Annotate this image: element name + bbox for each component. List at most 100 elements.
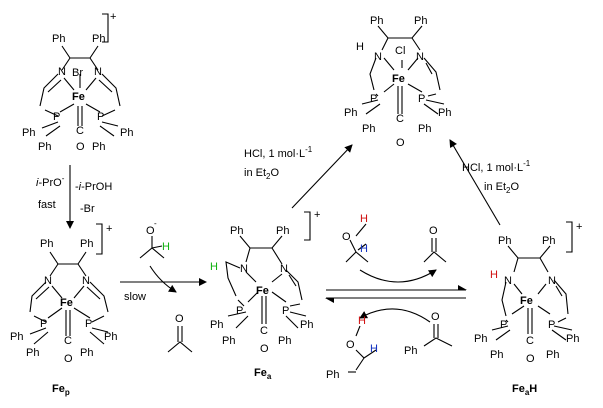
charge-plus: + — [576, 221, 582, 233]
ph-label: Ph — [474, 333, 487, 345]
o-atom: O — [396, 137, 405, 149]
isopropoxide: O - H — [139, 219, 170, 259]
cl-atom: Cl — [395, 45, 405, 57]
fe-atom: Fe — [256, 285, 269, 297]
p-atom: P — [418, 93, 425, 105]
p-atom: P — [282, 305, 289, 317]
p-atom: P — [97, 111, 104, 123]
ph-label: Ph — [546, 349, 559, 361]
ph-label: Ph — [222, 335, 235, 347]
acetone-top: O — [423, 225, 447, 263]
ph-label: Ph — [210, 319, 223, 331]
ph-label: Ph — [276, 225, 289, 237]
o-atom: O — [76, 141, 85, 153]
ph-label: Ph — [38, 141, 51, 153]
compound-label-fe-a: Fea — [254, 367, 272, 381]
n-atom: N — [44, 275, 52, 287]
ph-label: Ph — [80, 347, 93, 359]
ph-label: Ph — [542, 235, 555, 247]
arrow-hcl-left — [291, 144, 353, 209]
h-atom: H — [356, 41, 364, 53]
arrow-curve-top — [359, 269, 437, 283]
h-atom: H — [490, 269, 498, 281]
condition-hcl-left: HCl, 1 mol·L-1 — [244, 145, 313, 160]
n-atom: N — [280, 263, 288, 275]
h-atom: H — [370, 343, 378, 355]
o-atom: O — [431, 311, 440, 323]
ph-label: Ph — [414, 15, 427, 27]
ph-label: Ph — [362, 123, 375, 135]
condition-slow: slow — [124, 291, 146, 303]
ph-label: Ph — [370, 15, 383, 27]
ph-label: Ph — [278, 335, 291, 347]
fe-atom: Fe — [392, 73, 405, 85]
o-atom: O — [346, 339, 355, 351]
h-atom: H — [360, 213, 368, 225]
structure-top-right: H Cl Ph Ph N N Fe P P C O Ph Ph Ph Ph — [344, 15, 451, 149]
condition-solvent-right: in Et2O — [484, 181, 519, 195]
p-atom: P — [236, 305, 243, 317]
h-atom: H — [360, 243, 368, 255]
compound-label-fe-a-h: FeaH — [512, 383, 537, 397]
acetone-bottom: O — [167, 313, 193, 353]
ph-label: Ph — [498, 235, 511, 247]
n-atom: N — [374, 51, 382, 63]
p-atom: P — [548, 319, 555, 331]
o-atom: O — [526, 353, 535, 365]
n-atom: N — [58, 66, 66, 78]
condition-fast: fast — [38, 199, 56, 211]
o-atom: O — [146, 225, 155, 237]
p-atom: P — [53, 111, 60, 123]
br-atom: Br — [72, 67, 83, 79]
ph-label: Ph — [40, 238, 53, 250]
ph-label: Ph — [300, 319, 313, 331]
p-atom: P — [370, 93, 377, 105]
c-atom: C — [526, 335, 534, 347]
ph-label: Ph — [418, 123, 431, 135]
phenylethanol: H O H Ph — [326, 315, 378, 381]
ph-label: Ph — [566, 333, 579, 345]
compound-label-fe-p: Fep — [52, 383, 70, 397]
ph-label: Ph — [404, 345, 417, 357]
condition-br: -Br — [80, 203, 95, 215]
structure-fe-a: H Ph Ph N N Fe P P C O Ph Ph Ph Ph + Fea — [210, 209, 320, 381]
arrow-curve-bottom — [359, 308, 431, 323]
p-atom: P — [40, 318, 47, 330]
arrow-hcl-right — [449, 139, 501, 226]
ph-label: Ph — [438, 107, 451, 119]
condition-iproh: -i-PrOH — [75, 181, 112, 193]
n-atom: N — [504, 275, 512, 287]
o-atom: O — [342, 231, 351, 243]
o-atom: O — [64, 353, 73, 365]
p-atom: P — [85, 318, 92, 330]
ph-label: Ph — [344, 107, 357, 119]
charge-minus: - — [154, 219, 157, 228]
c-atom: C — [76, 125, 84, 137]
isopropanol-top: H O H — [342, 213, 369, 263]
o-atom: O — [175, 313, 184, 325]
structure-fe-p: Ph Ph N N Fe P P C O Ph Ph Ph Ph + Fep — [10, 223, 117, 397]
n-atom: N — [548, 275, 556, 287]
ph-label: Ph — [26, 347, 39, 359]
ph-label: Ph — [104, 331, 117, 343]
fe-atom: Fe — [72, 91, 85, 103]
charge-plus: + — [314, 209, 320, 221]
h-atom: H — [358, 315, 366, 327]
condition-ipro: i-PrO- — [36, 174, 65, 189]
condition-hcl-right: HCl, 1 mol·L-1 — [462, 159, 531, 174]
c-atom: C — [260, 325, 268, 337]
o-atom: O — [429, 225, 438, 237]
o-atom: O — [260, 343, 269, 355]
ph-label: Ph — [326, 369, 339, 381]
condition-solvent-left: in Et2O — [244, 167, 279, 181]
arrow-curve-slow — [149, 265, 177, 293]
ph-label: Ph — [230, 225, 243, 237]
structure-top-left: Ph Ph N N Br Fe P P C O Ph Ph Ph Ph + — [22, 11, 133, 153]
c-atom: C — [396, 113, 404, 125]
ph-label: Ph — [92, 33, 105, 45]
p-atom: P — [500, 319, 507, 331]
charge-plus: + — [106, 223, 112, 235]
c-atom: C — [64, 335, 72, 347]
ph-label: Ph — [120, 127, 133, 139]
